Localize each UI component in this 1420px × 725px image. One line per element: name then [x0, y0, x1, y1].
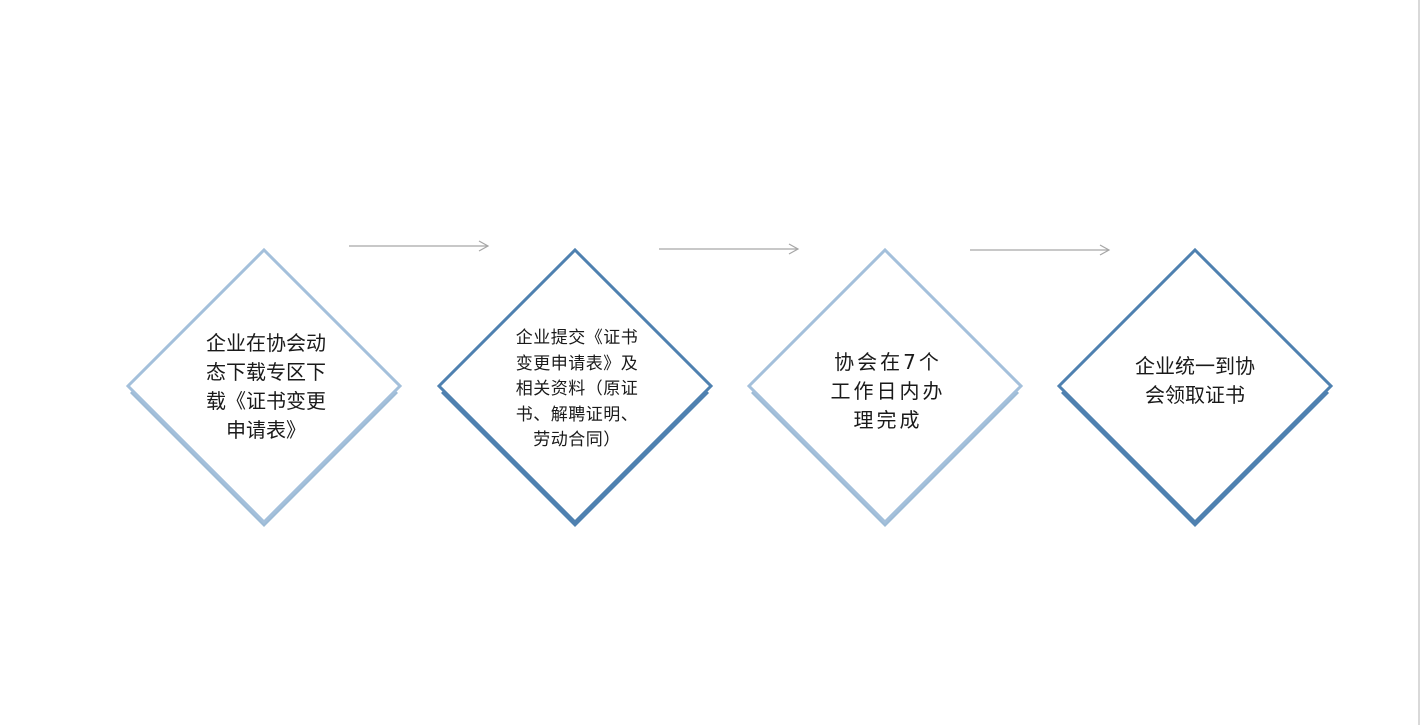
step-2-text: 企业提交《证书 变更申请表》及 相关资料（原证 书、解聘证明、 劳动合同）	[515, 328, 639, 450]
step-1-diamond	[125, 247, 403, 527]
step-1-shape	[125, 247, 403, 525]
step-3-text: 协会在7个 工作日内办 理完成	[830, 350, 946, 432]
page-edge-line	[1418, 0, 1420, 725]
step-3-shape	[746, 247, 1024, 525]
step-4-shape	[1056, 247, 1334, 525]
step-2-shape	[436, 247, 714, 525]
step-4-diamond	[1056, 247, 1334, 527]
step-1-text: 企业在协会动 态下载专区下 载《证书变更 申请表》	[206, 331, 326, 442]
step-2-diamond	[436, 247, 714, 527]
step-3-diamond	[746, 247, 1024, 527]
step-4-text: 企业统一到协 会领取证书	[1135, 354, 1255, 407]
